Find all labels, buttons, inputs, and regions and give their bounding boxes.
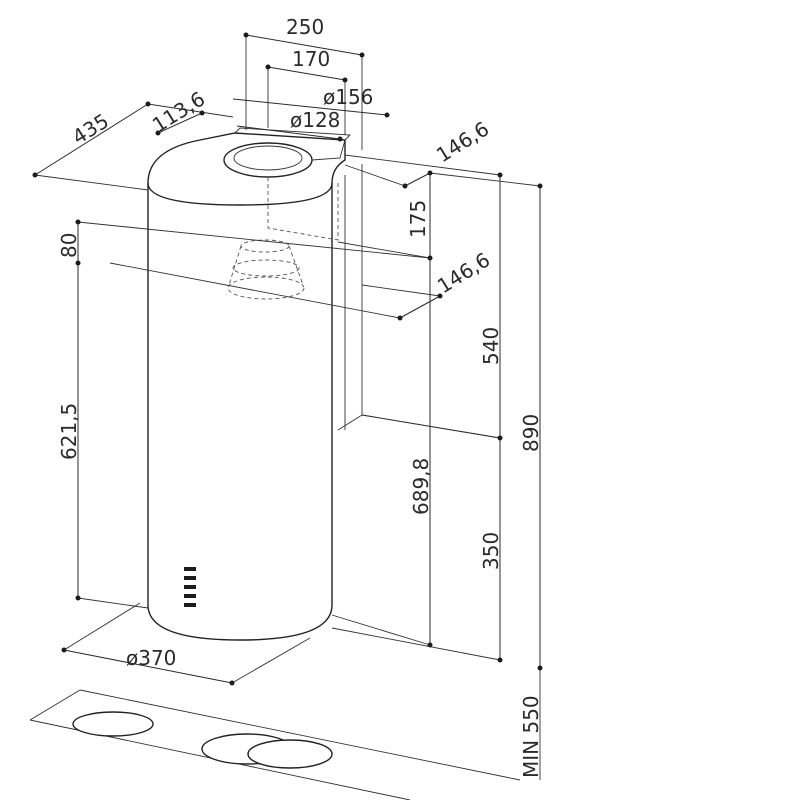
cooktop bbox=[29, 689, 521, 800]
dim-depth-total: 435 bbox=[68, 109, 113, 150]
top-vent-inner bbox=[233, 145, 303, 171]
dim-width-top: 250 bbox=[286, 15, 324, 39]
dim-chimney-top-height: 175 bbox=[406, 200, 430, 238]
dim-width-chimney: 170 bbox=[292, 47, 330, 71]
dimension-lines bbox=[34, 34, 541, 780]
dim-dia-inner-vent: ø128 bbox=[290, 108, 340, 132]
dim-min-height: MIN 550 bbox=[519, 695, 543, 778]
dim-offset-side-mid: 146,6 bbox=[433, 248, 494, 299]
burner-icon bbox=[72, 711, 154, 737]
dim-offset-front: 113,6 bbox=[148, 87, 209, 138]
burner-icon bbox=[247, 739, 333, 769]
top-vent-outer bbox=[223, 142, 313, 178]
dimension-end-dots bbox=[32, 32, 543, 686]
internal-duct bbox=[227, 177, 339, 300]
dim-body-height: 621,5 bbox=[57, 403, 81, 460]
dim-offset-side-top: 146,6 bbox=[432, 117, 493, 168]
control-buttons-icon bbox=[184, 567, 196, 607]
dim-dia-outer-vent: ø156 bbox=[323, 85, 373, 109]
dim-chimney-height: 540 bbox=[479, 327, 503, 365]
dim-lower-height: 350 bbox=[479, 532, 503, 570]
dim-total-height: 890 bbox=[519, 414, 543, 452]
hood-cylinder bbox=[147, 127, 352, 641]
dim-vent-height: 80 bbox=[57, 233, 81, 258]
dim-diameter: ø370 bbox=[126, 646, 176, 670]
dim-height-to-ceiling: 689,8 bbox=[409, 458, 433, 515]
